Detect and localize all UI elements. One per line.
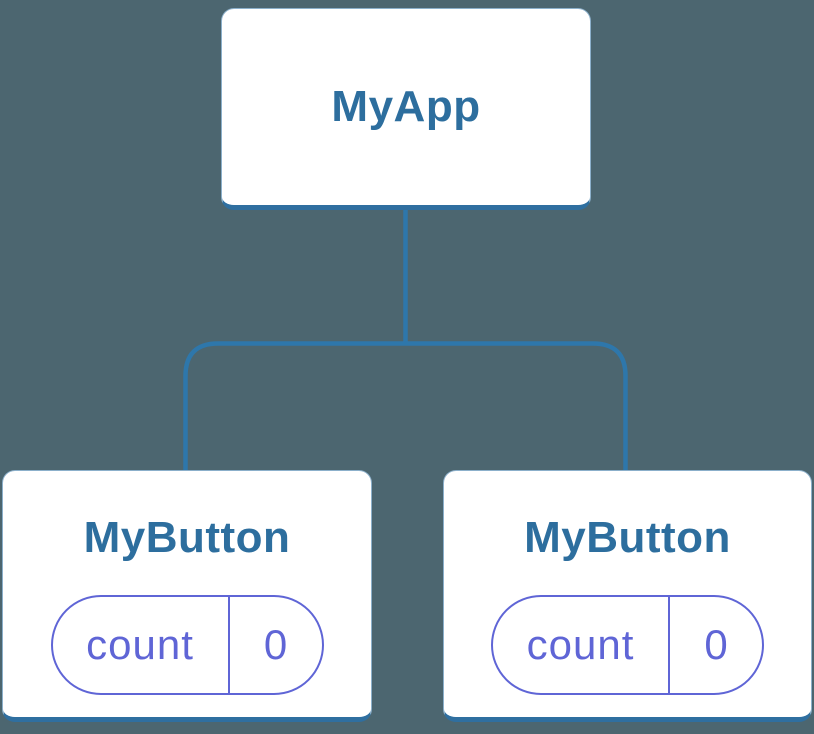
state-value: 0: [263, 621, 288, 668]
node-mybutton-left: MyButton count 0: [2, 470, 372, 722]
connector-bracket-children: [183, 341, 628, 472]
node-mybutton-left-label: MyButton: [83, 513, 291, 562]
state-key-label: count: [53, 597, 230, 693]
node-myapp-label: MyApp: [331, 82, 481, 131]
state-value: 0: [704, 621, 728, 668]
state-pill-left: count 0: [50, 595, 324, 695]
node-mybutton-right-label: MyButton: [524, 513, 731, 562]
node-mybutton-right: MyButton count 0: [443, 470, 812, 722]
state-key-label: count: [493, 597, 670, 693]
node-myapp: MyApp: [221, 8, 591, 210]
state-pill-right: count 0: [491, 595, 764, 695]
